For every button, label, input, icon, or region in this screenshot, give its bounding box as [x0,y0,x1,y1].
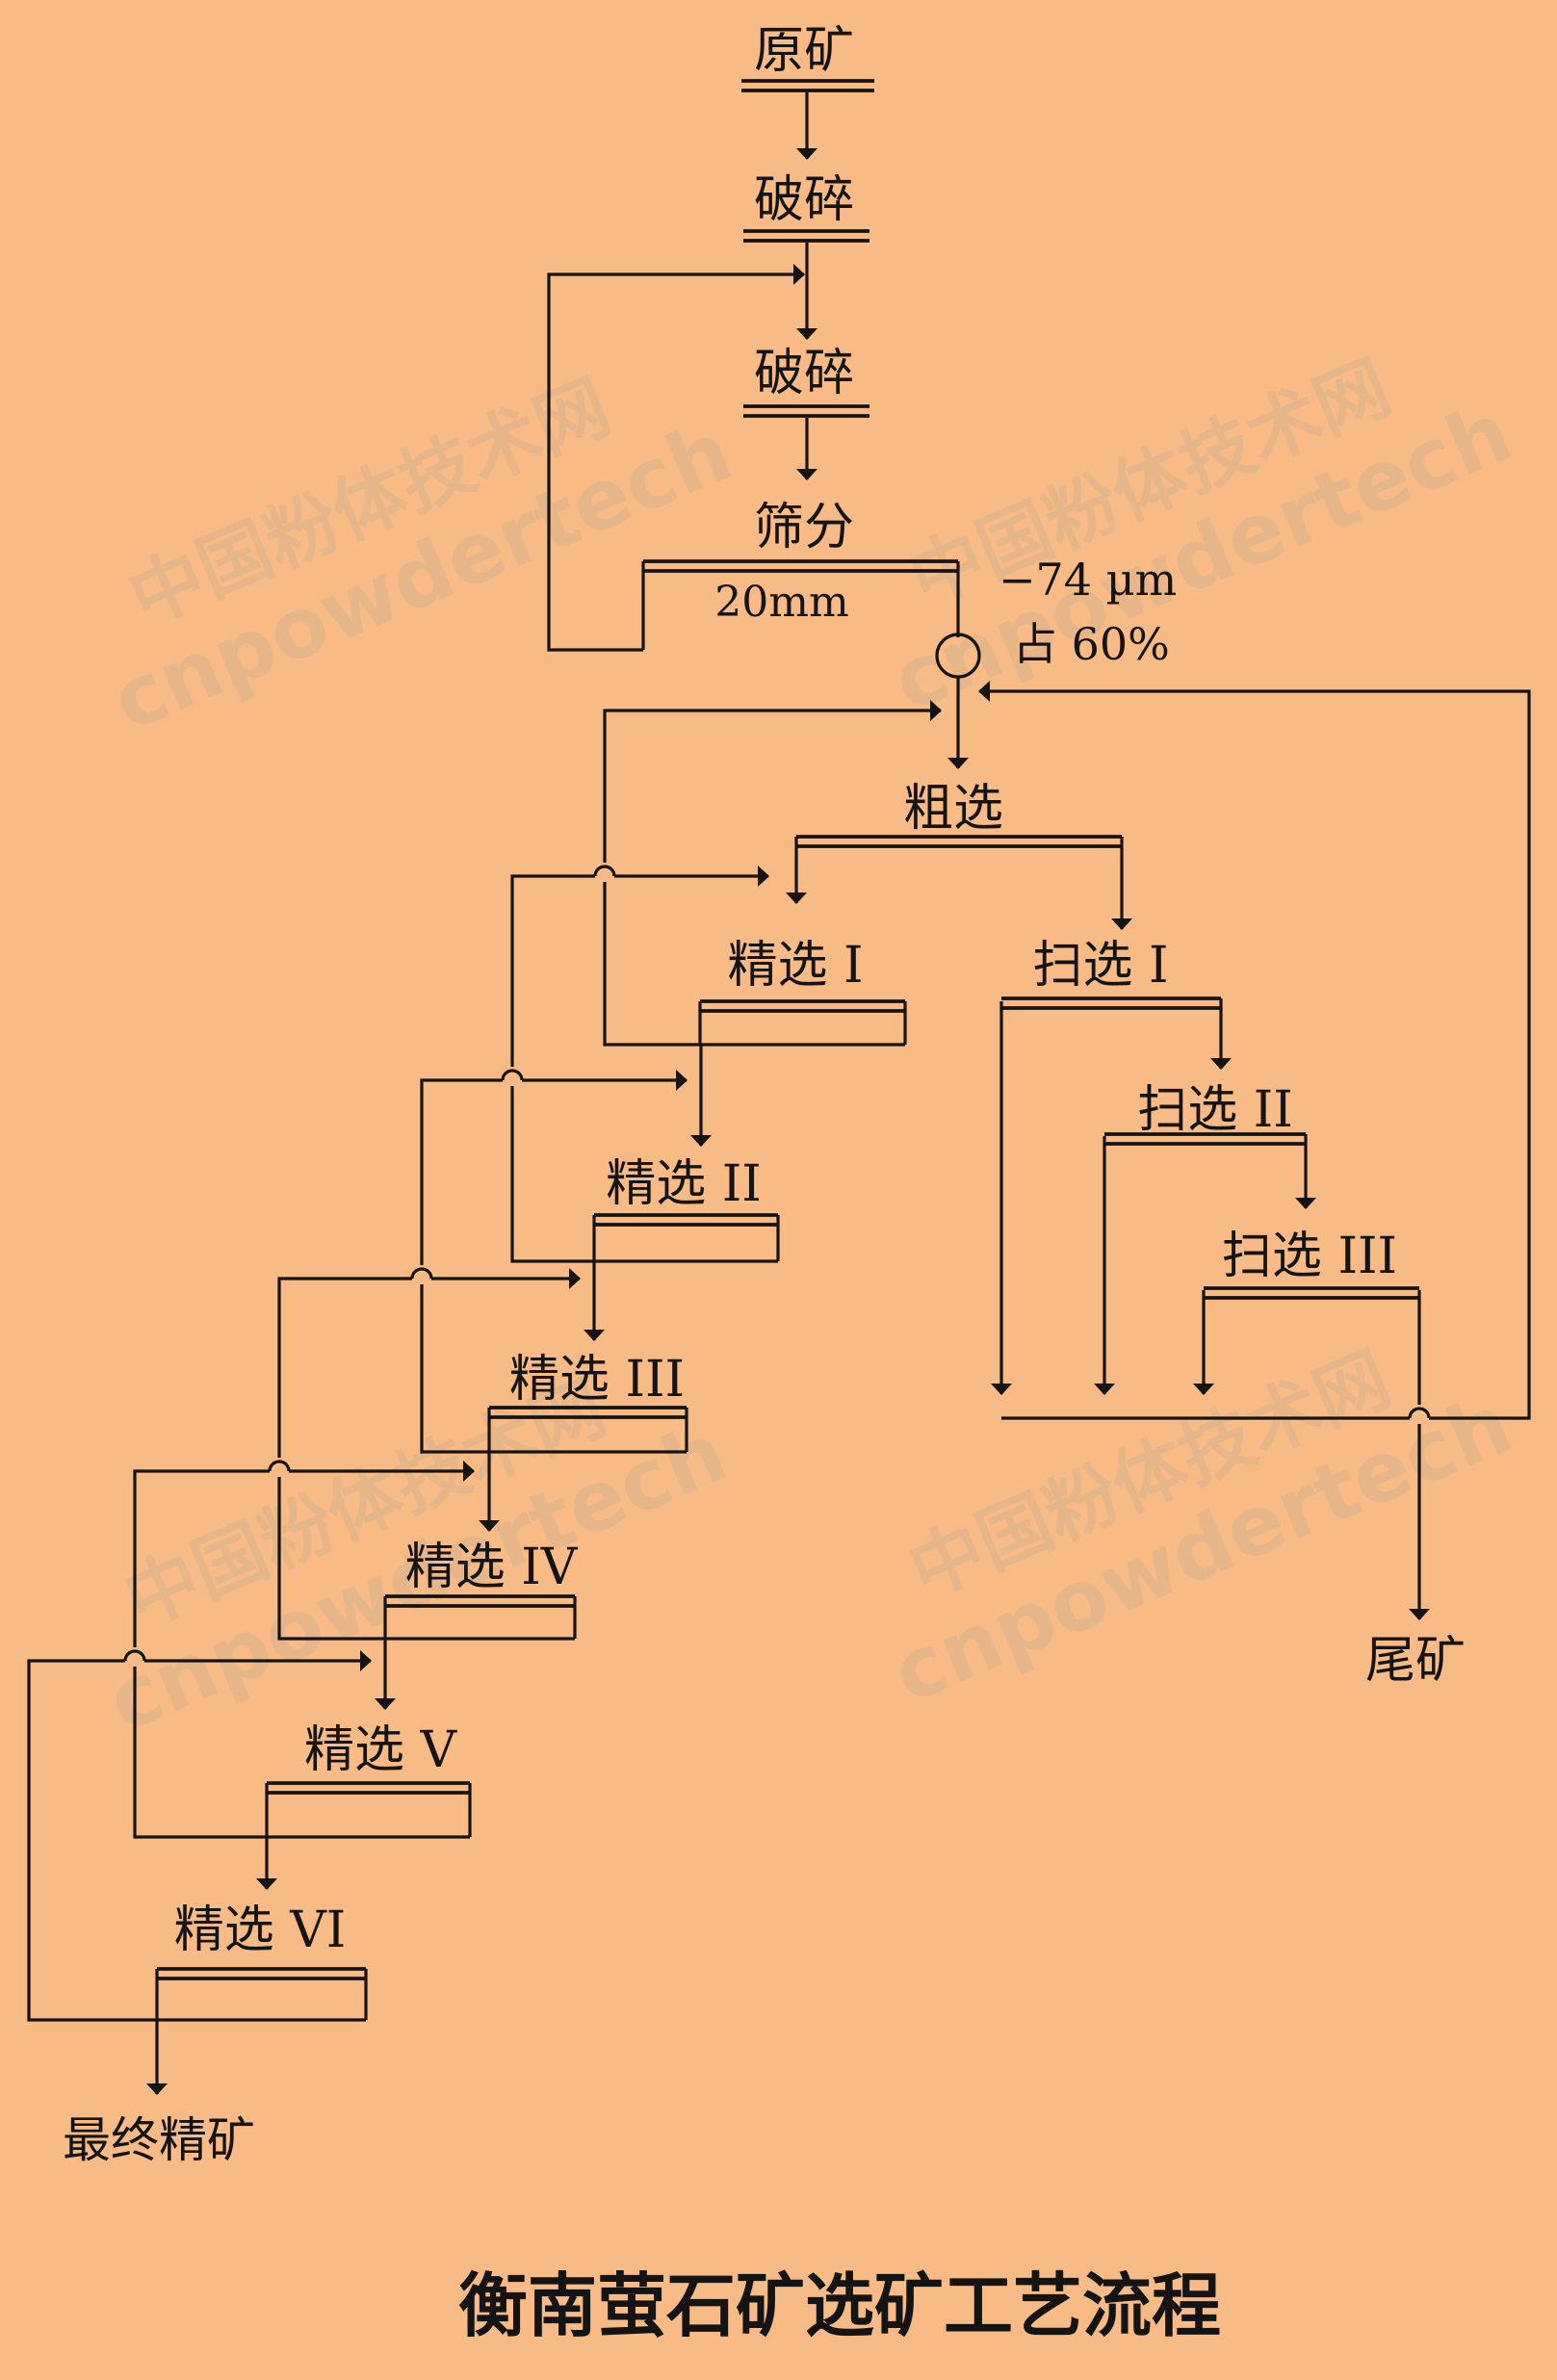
screening-box [641,559,960,650]
scavenger-1-label: 扫选 I [1032,937,1168,995]
crushing-1-bar [743,229,869,243]
grind-spec-line-2: 占 60% [1013,618,1170,670]
cleaner-4-label: 精选 IV [405,1539,579,1596]
final-concentrate-label: 最终精矿 [63,2112,255,2168]
rougher-bar [796,835,1122,848]
cleaner-3-box [487,1406,688,1454]
cleaner-2-box [592,1213,780,1263]
rougher-label: 粗选 [903,780,1003,838]
crushing-2-label: 破碎 [754,345,854,402]
figure-title: 衡南萤石矿选矿工艺流程 [458,2264,1221,2346]
cleaner-1-label: 精选 I [727,937,863,995]
raw-ore-label: 原矿 [754,22,854,80]
cleaner-3-label: 精选 III [509,1351,685,1409]
crushing-2-bar [743,404,869,418]
scavenger-1-bar [1001,996,1221,1010]
tailings-crossover [1408,1405,1431,1424]
scavenger-3-label: 扫选 III [1222,1228,1397,1285]
crushing-1-label: 破碎 [754,171,854,229]
tailings-label: 尾矿 [1365,1632,1466,1690]
raw-ore-bar [741,79,874,92]
scavenger-2-bar [1104,1132,1306,1146]
cleaner-6-box [155,1967,368,2022]
cleaner-4-box [383,1594,577,1641]
cleaner-5-label: 精选 V [304,1721,458,1779]
screening-label: 筛分 [754,499,854,556]
cleaner-5-box [265,1781,472,1839]
scavenger-2-label: 扫选 II [1137,1081,1293,1139]
screen-size-label: 20mm [714,578,848,627]
cleaner-6-middling-return-line [27,1650,372,2022]
grind-spec-line-1: −74 µm [999,554,1177,606]
screen-oversize-return-line [547,264,805,652]
line-crossovers [123,863,616,1667]
cleaner-1-box [698,999,907,1047]
scavenger-concentrate-return-line [978,681,1531,1420]
cleaner-2-label: 精选 II [606,1155,762,1213]
cleaner-6-label: 精选 VI [174,1901,347,1959]
scavenger-3-bar [1204,1286,1419,1300]
